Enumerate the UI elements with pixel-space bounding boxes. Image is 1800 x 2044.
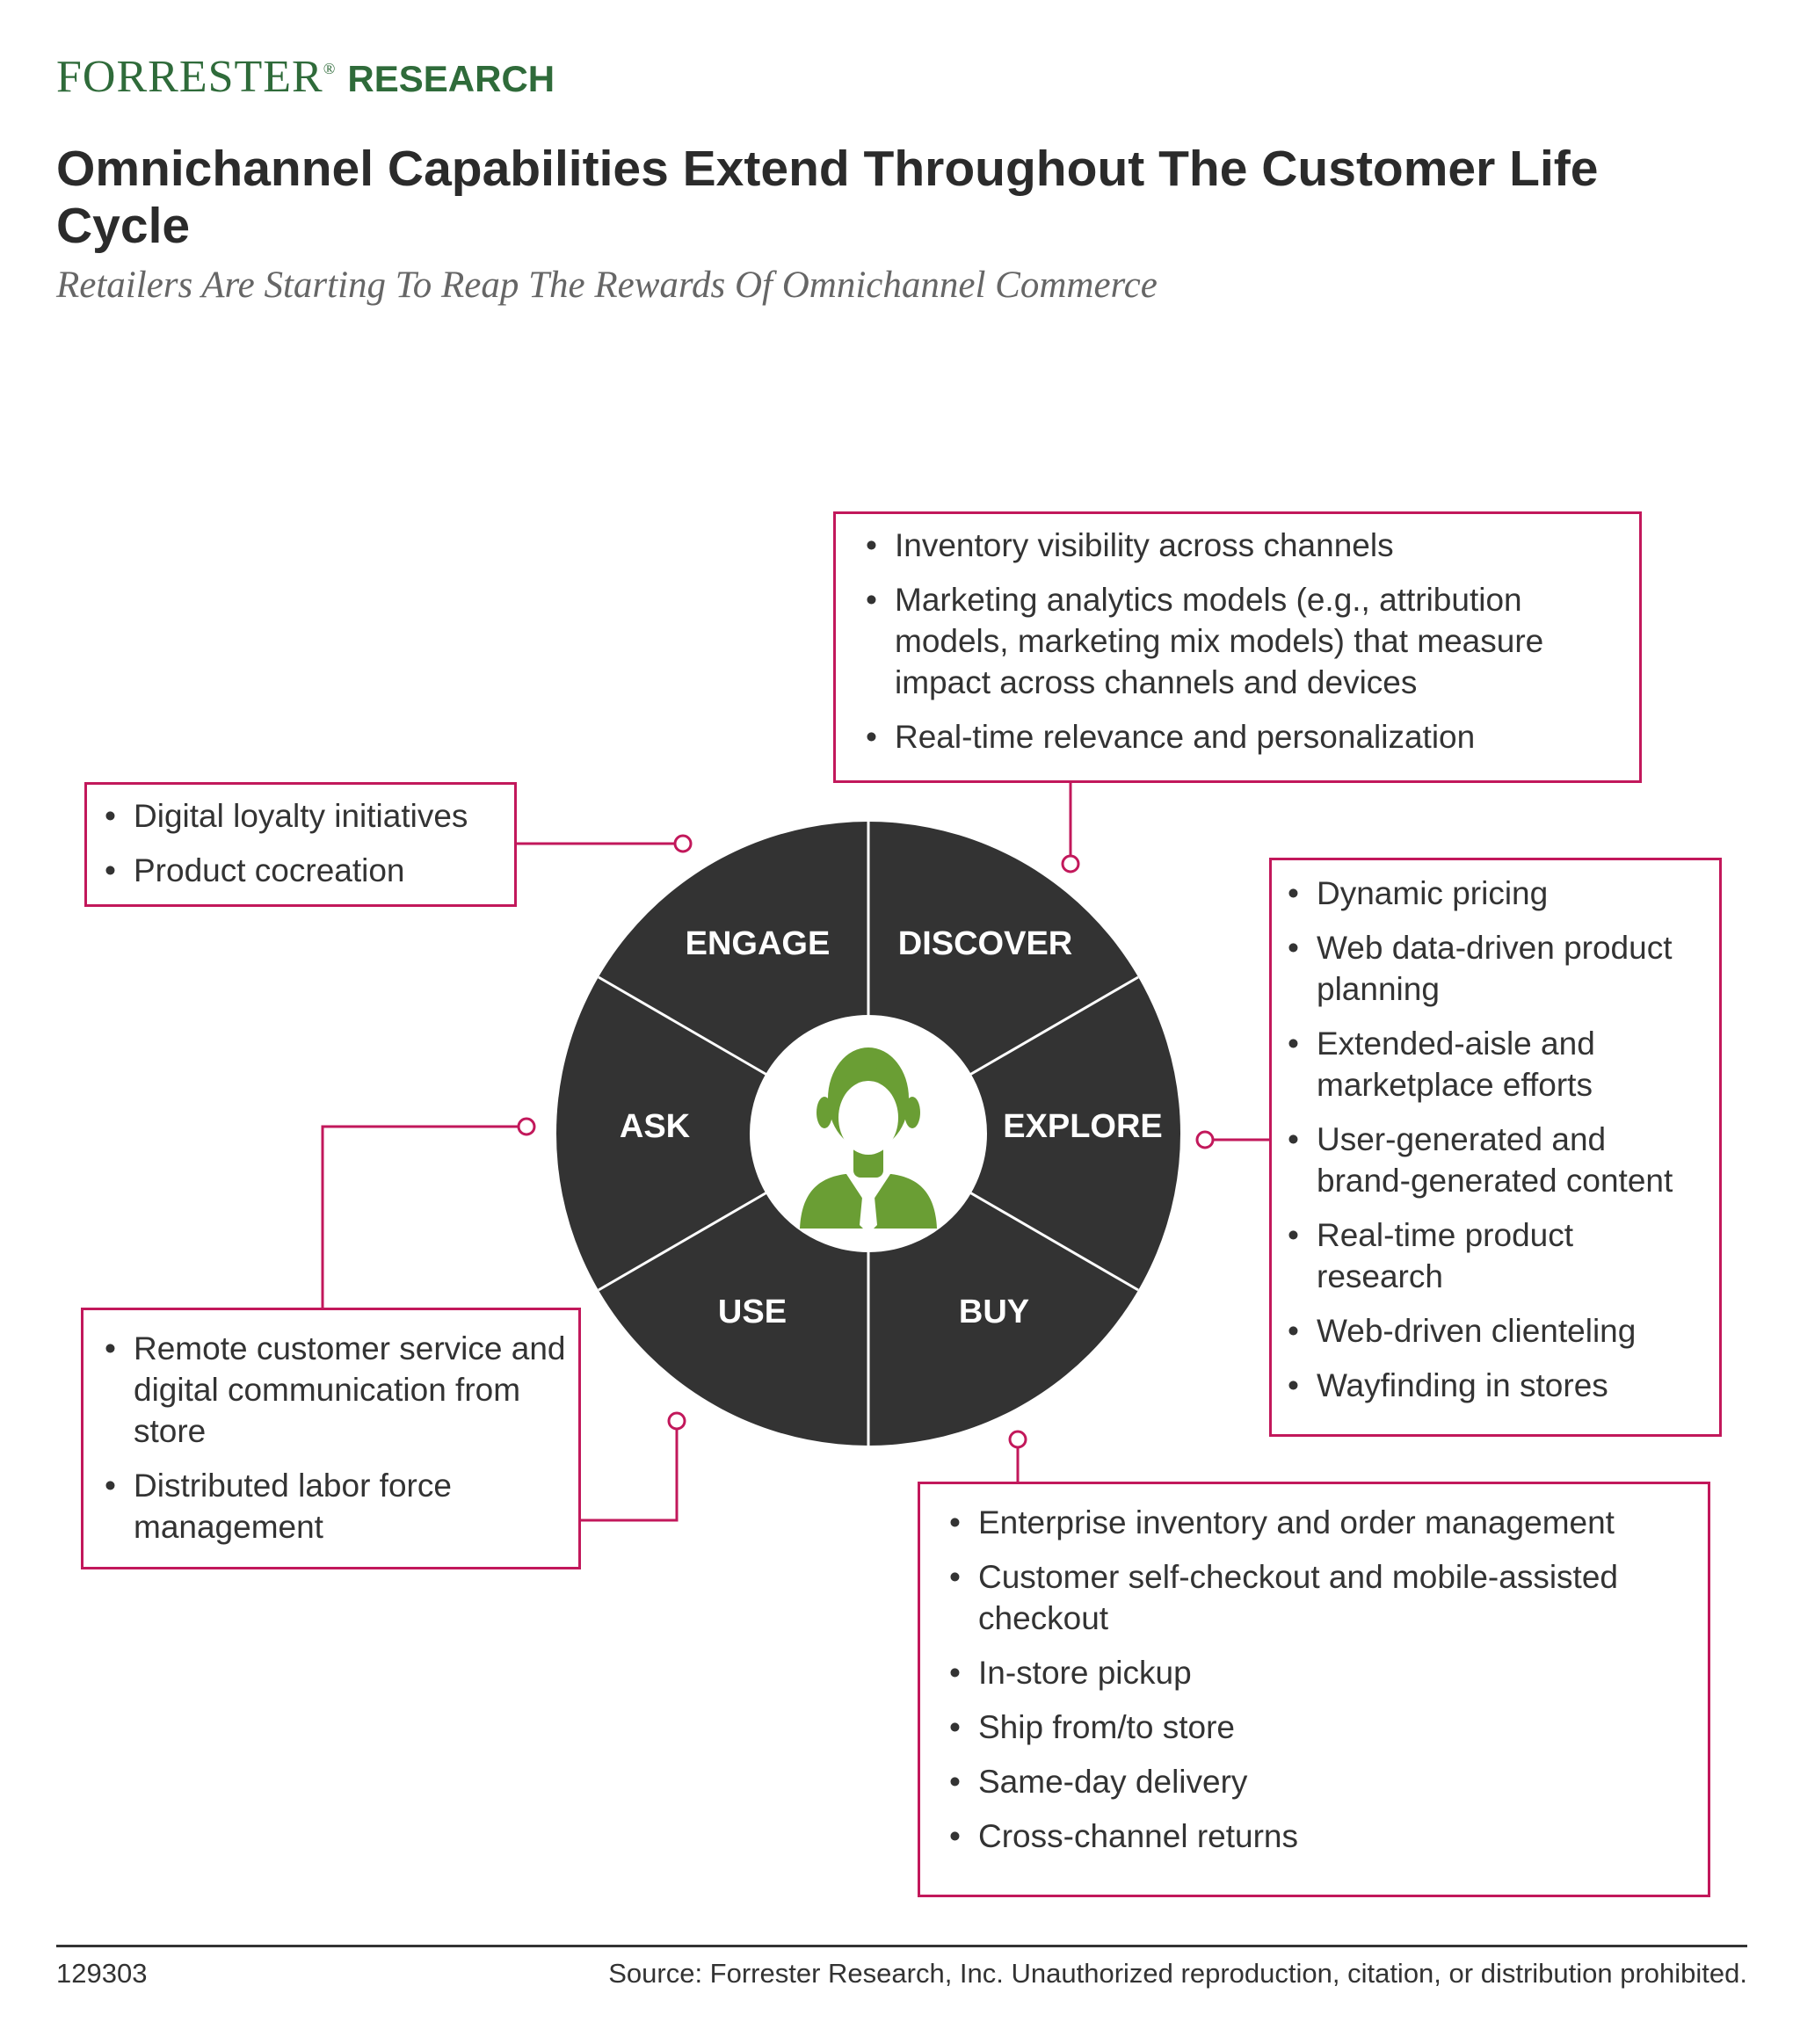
logo-registered-mark: ® (323, 60, 336, 77)
connector-dot-ask (517, 1117, 536, 1136)
capabilities-box-ask: Remote customer service and digital comm… (81, 1308, 581, 1569)
list-item: Web-driven clienteling (1288, 1310, 1707, 1352)
list-item: Distributed labor force management (105, 1465, 566, 1547)
customer-person-icon (800, 1047, 937, 1234)
list-item: Remote customer service and digital comm… (105, 1328, 566, 1452)
list-item: Extended-aisle and marketplace efforts (1288, 1023, 1707, 1105)
segment-label-buy: BUY (959, 1294, 1029, 1330)
buy-list: Enterprise inventory and order managemen… (949, 1502, 1690, 1857)
segment-label-ask: ASK (620, 1108, 691, 1145)
logo-research: RESEARCH (347, 58, 555, 99)
list-item: Real-time relevance and personalization (866, 716, 1622, 757)
list-item: Cross-channel returns (949, 1816, 1690, 1857)
wheel-divider (966, 1189, 1139, 1292)
list-item: Same-day delivery (949, 1761, 1690, 1802)
connector-dot-buy (1008, 1430, 1027, 1449)
segment-label-use: USE (718, 1294, 787, 1330)
connector-ask (321, 1125, 519, 1308)
connector-dot-explore (1195, 1130, 1215, 1149)
logo-brand: FORRESTER (56, 52, 323, 102)
capabilities-box-discover: Inventory visibility across channels Mar… (833, 511, 1642, 783)
segment-label-discover: DISCOVER (898, 925, 1072, 962)
list-item: Digital loyalty initiatives (105, 795, 500, 837)
connector-dot-use (667, 1411, 686, 1431)
forrester-research-logo: FORRESTER® RESEARCH (56, 51, 555, 103)
list-item: Dynamic pricing (1288, 873, 1707, 914)
segment-label-engage: ENGAGE (686, 925, 831, 962)
list-item: In-store pickup (949, 1652, 1690, 1693)
ask-list: Remote customer service and digital comm… (105, 1328, 566, 1547)
footer-divider (56, 1945, 1747, 1947)
wheel-divider (966, 975, 1139, 1078)
page-title: Omnichannel Capabilities Extend Througho… (56, 141, 1599, 254)
list-item: Wayfinding in stores (1288, 1365, 1707, 1406)
report-id: 129303 (56, 1958, 148, 1989)
segment-label-explore: EXPLORE (1003, 1108, 1163, 1145)
wheel-divider (598, 975, 771, 1078)
list-item: User-generated and brand-generated conte… (1288, 1119, 1707, 1201)
list-item: Web data-driven product planning (1288, 927, 1707, 1010)
explore-list: Dynamic pricing Web data-driven product … (1288, 873, 1707, 1406)
connector-dot-discover (1061, 854, 1080, 873)
list-item: Ship from/to store (949, 1707, 1690, 1748)
discover-list: Inventory visibility across channels Mar… (866, 525, 1622, 757)
capabilities-box-explore: Dynamic pricing Web data-driven product … (1269, 858, 1722, 1437)
list-item: Marketing analytics models (e.g., attrib… (866, 579, 1622, 703)
list-item: Customer self-checkout and mobile-assist… (949, 1556, 1690, 1639)
engage-list: Digital loyalty initiatives Product cocr… (105, 795, 500, 891)
capabilities-box-buy: Enterprise inventory and order managemen… (918, 1482, 1710, 1897)
wheel-divider (598, 1189, 771, 1292)
source-note: Source: Forrester Research, Inc. Unautho… (608, 1958, 1747, 1989)
list-item: Real-time product research (1288, 1214, 1707, 1297)
list-item: Product cocreation (105, 850, 500, 891)
connector-dot-engage (673, 834, 693, 853)
list-item: Enterprise inventory and order managemen… (949, 1502, 1690, 1543)
page-subtitle: Retailers Are Starting To Reap The Rewar… (56, 265, 1158, 306)
list-item: Inventory visibility across channels (866, 525, 1622, 566)
connector-use (581, 1429, 679, 1522)
capabilities-box-engage: Digital loyalty initiatives Product cocr… (84, 782, 517, 907)
